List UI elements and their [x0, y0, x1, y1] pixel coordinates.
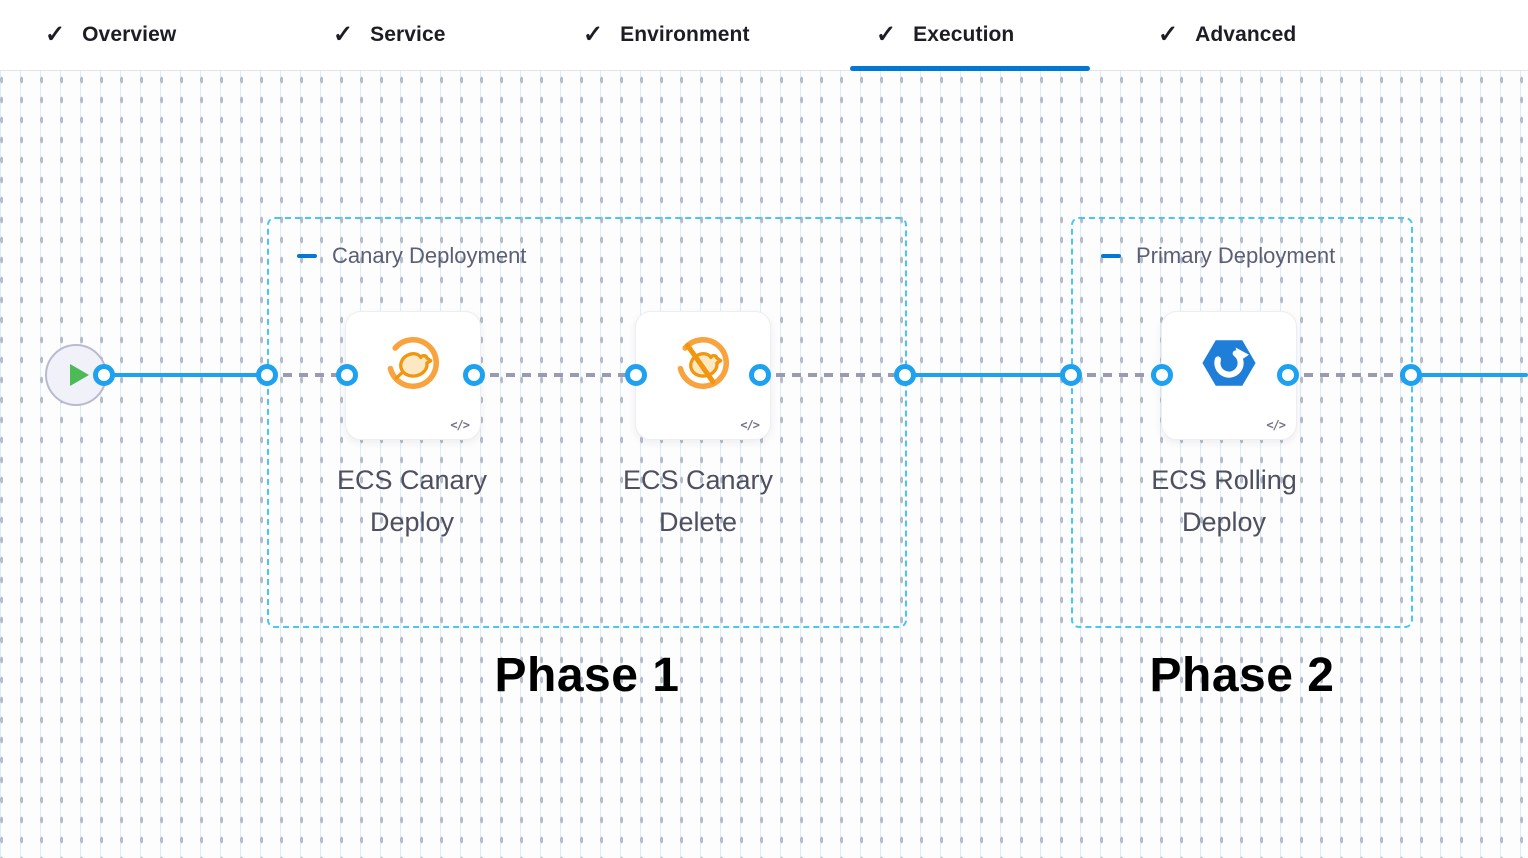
connector-dashed-line [1288, 373, 1411, 377]
collapse-icon[interactable] [297, 253, 317, 259]
tab-label: Overview [82, 23, 177, 46]
tab-advanced[interactable]: ✓ Advanced [1158, 0, 1296, 70]
check-icon: ✓ [876, 21, 897, 48]
connector-dashed-line [267, 373, 347, 377]
stage-group-primary-deployment: Primary Deployment [1071, 217, 1413, 628]
tab-overview[interactable]: ✓ Overview [45, 0, 176, 70]
connector-point[interactable] [1060, 364, 1082, 386]
connector-line [104, 373, 267, 377]
ecs-rolling-deploy-icon [1202, 340, 1256, 386]
connector-point[interactable] [463, 364, 485, 386]
connector-point[interactable] [1151, 364, 1173, 386]
code-template-icon: </> [450, 418, 470, 432]
step-ecs-canary-deploy[interactable]: </> [345, 311, 481, 440]
step-ecs-canary-delete[interactable]: </> [635, 311, 771, 440]
stage-group-canary-deployment: Canary Deployment [267, 217, 907, 628]
connector-point[interactable] [749, 364, 771, 386]
connector-dashed-line [1071, 373, 1162, 377]
tab-label: Execution [913, 23, 1015, 46]
phase-1-annotation: Phase 1 [494, 649, 680, 702]
connector-point[interactable] [336, 364, 358, 386]
step-label-ecs-canary-delete: ECS Canary Delete [622, 465, 774, 537]
tab-label: Advanced [1195, 23, 1297, 46]
tab-execution[interactable]: ✓ Execution [876, 0, 1014, 70]
group-label: Canary Deployment [332, 243, 527, 268]
check-icon: ✓ [583, 21, 604, 48]
check-icon: ✓ [333, 21, 354, 48]
connector-point[interactable] [1400, 364, 1422, 386]
connector-point[interactable] [1277, 364, 1299, 386]
play-icon [69, 364, 89, 386]
ecs-canary-deploy-icon [386, 336, 440, 390]
code-template-icon: </> [1266, 418, 1286, 432]
execution-pipeline-canvas: Canary Deployment Primary Deployment </>… [0, 70, 1528, 858]
group-header-canary-deployment[interactable]: Canary Deployment [297, 243, 526, 269]
active-tab-underline [850, 66, 1090, 71]
check-icon: ✓ [45, 21, 66, 48]
group-label: Primary Deployment [1136, 243, 1336, 268]
group-header-primary-deployment[interactable]: Primary Deployment [1101, 243, 1335, 269]
tab-environment[interactable]: ✓ Environment [583, 0, 750, 70]
connector-point[interactable] [625, 364, 647, 386]
check-icon: ✓ [1158, 21, 1179, 48]
connector-point[interactable] [93, 364, 115, 386]
step-ecs-rolling-deploy[interactable]: </> [1161, 311, 1297, 440]
collapse-icon[interactable] [1101, 253, 1121, 259]
phase-2-annotation: Phase 2 [1149, 649, 1335, 702]
connector-dashed-line [474, 373, 636, 377]
tab-service[interactable]: ✓ Service [333, 0, 446, 70]
tab-label: Environment [620, 23, 750, 46]
connector-line [905, 373, 1071, 377]
connector-point[interactable] [256, 364, 278, 386]
stage-config-tabbar: ✓ Overview ✓ Service ✓ Environment ✓ Exe… [0, 0, 1528, 71]
connector-line [1411, 373, 1528, 377]
connector-dashed-line [760, 373, 905, 377]
tab-label: Service [370, 23, 446, 46]
ecs-canary-delete-icon [676, 336, 730, 390]
connector-point[interactable] [894, 364, 916, 386]
code-template-icon: </> [740, 418, 760, 432]
step-label-ecs-rolling-deploy: ECS Rolling Deploy [1151, 465, 1297, 537]
step-label-ecs-canary-deploy: ECS Canary Deploy [336, 465, 488, 537]
